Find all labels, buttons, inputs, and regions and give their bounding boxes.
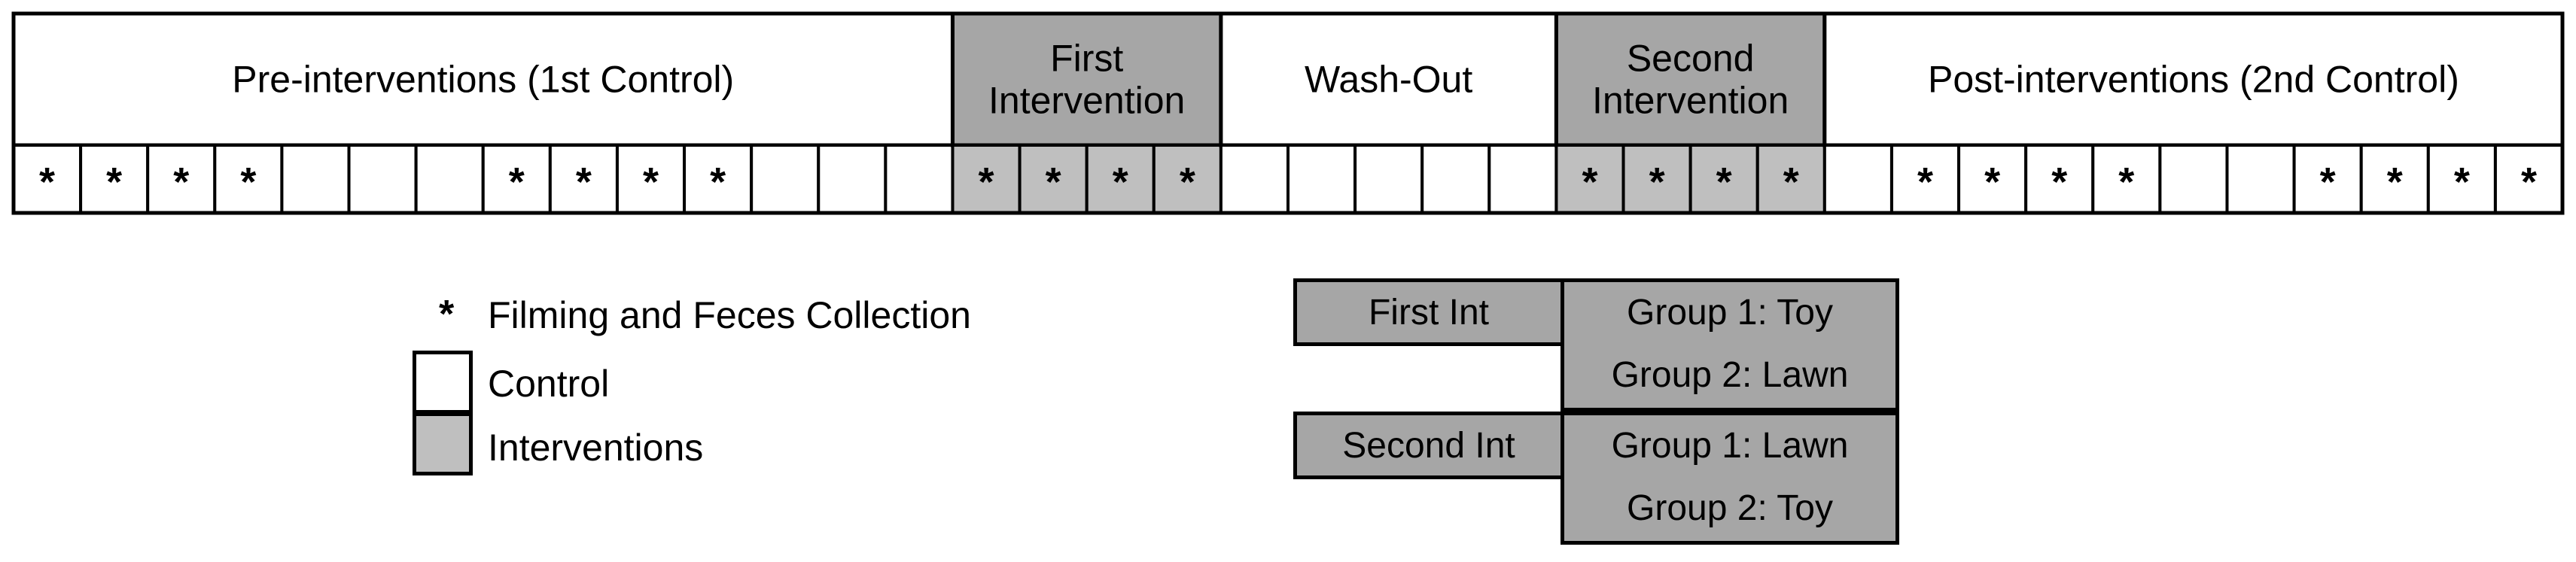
timeline-cell [1353,144,1424,214]
asterisk-icon: * [240,159,256,205]
second-group2-cell: Group 2: Toy [1561,475,1899,545]
asterisk-icon: * [509,159,525,205]
timeline-cell [1487,144,1558,214]
asterisk-icon: * [1113,159,1128,205]
timeline-cell [750,144,821,214]
legend-label-filming: Filming and Feces Collection [488,294,971,336]
asterisk-icon: * [439,293,455,336]
first-group1-text: Group 1: Toy [1627,292,1833,333]
asterisk-icon: * [1649,159,1665,205]
asterisk-icon: * [1984,159,2000,205]
first-group1-cell: Group 1: Toy [1561,278,1899,346]
timeline-cell [1420,144,1491,214]
asterisk-icon: * [576,159,592,205]
timeline-cell [280,144,351,214]
timeline-cell [884,144,955,214]
timeline-cell [1085,144,1156,214]
legend-swatch-intervention [413,412,473,475]
timeline-cell [1219,144,1290,214]
asterisk-icon: * [2387,159,2403,205]
timeline-cell [615,144,687,214]
timeline-cell [1018,144,1089,214]
second-group1-cell: Group 1: Lawn [1561,412,1899,479]
timeline-cell [1554,144,1625,214]
asterisk-icon: * [2454,159,2470,205]
timeline-cell [2292,144,2363,214]
asterisk-icon: * [2051,159,2067,205]
timeline-cell [414,144,485,214]
timeline-border [11,11,2565,215]
asterisk-icon: * [1917,159,1933,205]
asterisk-icon: * [1180,159,1195,205]
timeline-cell [347,144,418,214]
timeline-cell [2158,144,2229,214]
phase-header-1 [950,11,1223,147]
legend-swatch-control [413,351,473,414]
timeline-cell [1822,144,1893,214]
asterisk-icon: * [2521,159,2537,205]
legend-label-control: Control [488,363,610,405]
second-int-label: Second Int [1293,412,1564,479]
first-int-text: First Int [1368,292,1489,333]
first-group2-text: Group 2: Lawn [1611,355,1849,395]
phase-label-4: Post-interventions (2nd Control) [1928,59,2459,101]
second-int-text: Second Int [1342,425,1515,466]
timeline-cell [817,144,888,214]
phase-label-2: Wash-Out [1305,59,1472,101]
legend-label-interventions: Interventions [488,427,704,469]
timeline-table: Pre-interventions (1st Control) * * * * * * * * F… [11,11,2565,215]
timeline-cell [2225,144,2296,214]
asterisk-icon: * [1582,159,1597,205]
asterisk-icon: * [643,159,659,205]
timeline-cell [1286,144,1357,214]
asterisk-icon: * [979,159,994,205]
asterisk-icon: * [39,159,55,205]
asterisk-icon: * [2118,159,2134,205]
asterisk-icon: * [1716,159,1732,205]
timeline-cell [1755,144,1826,214]
first-int-label: First Int [1293,278,1564,346]
timeline-cell [1152,144,1223,214]
first-group2-cell: Group 2: Lawn [1561,342,1899,412]
timeline-cell [2359,144,2430,214]
second-group1-text: Group 1: Lawn [1611,425,1849,466]
asterisk-icon: * [173,159,189,205]
asterisk-icon: * [2320,159,2336,205]
asterisk-icon: * [106,159,122,205]
asterisk-icon: * [1046,159,1061,205]
asterisk-icon: * [710,159,726,205]
phase-label-0: Pre-interventions (1st Control) [232,59,734,101]
second-group2-text: Group 2: Toy [1627,488,1833,528]
phase-header-0 [11,11,955,147]
asterisk-icon: * [1783,159,1799,205]
